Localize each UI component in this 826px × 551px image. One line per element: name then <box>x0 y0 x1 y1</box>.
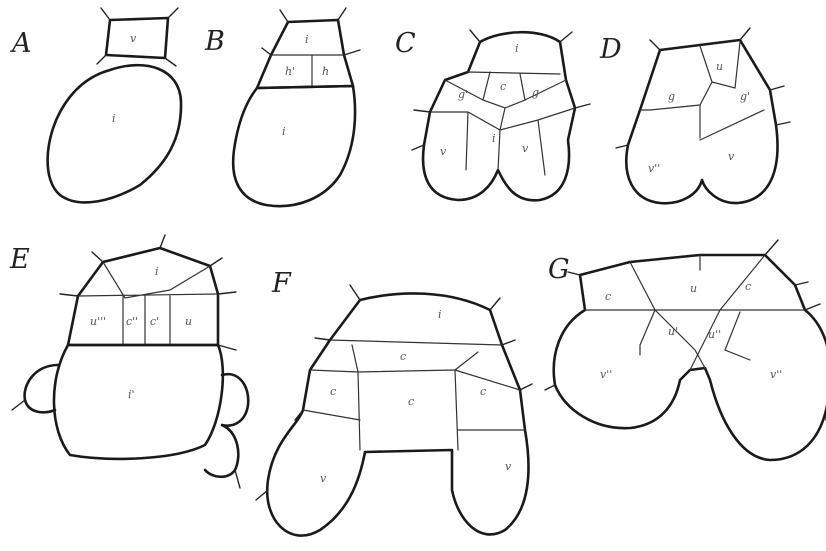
cell-label: c <box>480 385 486 398</box>
cell-label: c <box>400 350 406 363</box>
panel-e-lower-cell <box>54 345 223 459</box>
cell-label: g <box>668 90 675 103</box>
panel-d-outline <box>626 40 777 203</box>
cell-label: g <box>532 86 539 99</box>
panel-e-right-cells <box>205 374 248 477</box>
panel-a-letter: A <box>9 28 32 59</box>
cell-label: v'' <box>648 162 660 175</box>
cell-label: c <box>408 395 414 408</box>
cell-label: v <box>130 32 137 45</box>
cell-label: c <box>500 80 506 93</box>
panel-f: F i c c c c v v <box>256 268 532 536</box>
cell-label: c <box>330 385 336 398</box>
cell-label: c <box>605 290 611 303</box>
cell-label: v <box>522 142 529 155</box>
panel-c: C i g' c g i v v <box>395 28 590 200</box>
cell-label: g' <box>740 90 750 103</box>
cell-label: i <box>112 112 116 125</box>
cell-label: v <box>320 472 327 485</box>
panel-g-letter: G <box>548 254 570 285</box>
panel-a-lower-cell <box>48 65 181 202</box>
panel-b-upper-cells <box>257 20 353 88</box>
panel-c-outline <box>423 32 575 200</box>
cell-label: i' <box>128 388 135 401</box>
panel-b-letter: B <box>204 26 225 57</box>
panel-g: G c u c u' u'' v'' v'' <box>545 240 826 460</box>
panel-e-upper-cells <box>68 248 218 345</box>
cell-label: u' <box>668 325 678 338</box>
cell-label: v'' <box>770 368 782 381</box>
cell-label: c' <box>150 315 159 328</box>
cell-label: i <box>515 42 519 55</box>
cell-label: h <box>322 65 329 78</box>
cell-label: u''' <box>90 315 106 328</box>
panel-d-letter: D <box>599 34 622 65</box>
panel-f-letter: F <box>271 268 292 299</box>
cell-label: h' <box>285 65 295 78</box>
cell-label: i <box>438 308 442 321</box>
cell-label: v <box>728 150 735 163</box>
cell-label: u'' <box>708 328 721 341</box>
cell-label: v'' <box>600 368 612 381</box>
cell-label: g' <box>458 88 468 101</box>
cell-label: u <box>690 282 697 295</box>
panel-b-lower-cell <box>233 86 355 206</box>
panel-f-outline <box>267 293 528 535</box>
cell-label: i <box>155 265 159 278</box>
cell-label: i <box>492 132 496 145</box>
panel-b: B i h' h i <box>204 8 360 206</box>
cell-label: v <box>505 460 512 473</box>
cell-label: c'' <box>126 315 138 328</box>
panel-d: D u g g' v'' v <box>599 28 790 203</box>
panel-c-letter: C <box>395 28 416 59</box>
cell-label: u <box>185 315 192 328</box>
cell-label: i <box>282 125 286 138</box>
cell-label: c <box>745 280 751 293</box>
cell-label: i <box>305 33 309 46</box>
cell-label: v <box>440 145 447 158</box>
panel-a-upper-cell <box>106 18 168 58</box>
panel-a: A v i <box>9 8 181 202</box>
cell-label: u <box>716 60 723 73</box>
panel-e-letter: E <box>9 244 30 275</box>
panel-e: E i u''' c'' c' u i' <box>9 235 248 488</box>
